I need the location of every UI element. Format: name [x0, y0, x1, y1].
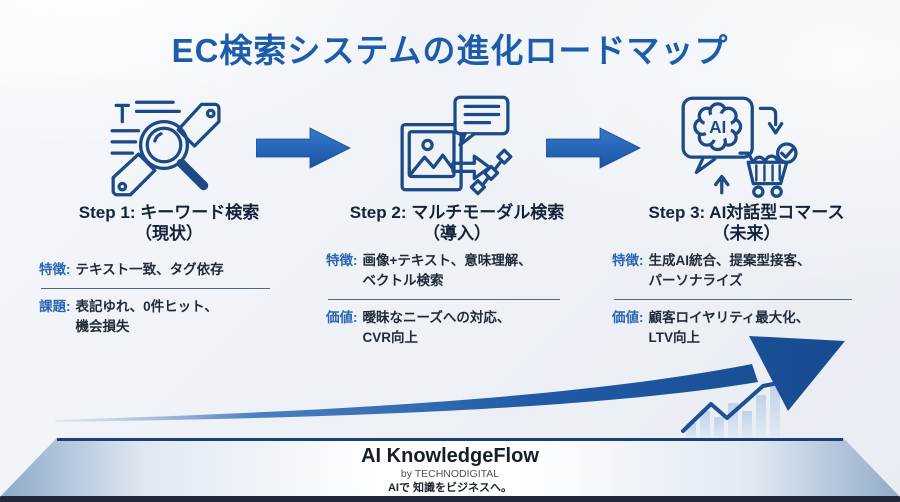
- step-1-subheading: （現状）: [135, 224, 203, 244]
- arrow-step1-to-step2: [256, 127, 351, 169]
- issue-label: 課題:: [39, 298, 71, 314]
- step-3-value-row: 価値: 顧客ロイヤリティ最大化、 LTV向上: [612, 308, 889, 349]
- keyword-search-icon: [110, 100, 221, 197]
- issue-text: 表記ゆれ、0件ヒット、 機会損失: [75, 298, 218, 334]
- feature-label: 特徴:: [39, 261, 71, 277]
- brand-byline: by TECHNODIGITAL: [400, 468, 500, 480]
- feature-label: 特徴:: [326, 252, 358, 268]
- value-text: 顧客ロイヤリティ最大化、 LTV向上: [648, 310, 810, 346]
- page-title: EC検索システムの進化ロードマップ: [171, 32, 729, 69]
- step-2-panel: Step 2: マルチモーダル検索 （導入） 特徴: 画像+テキスト、意味理解、…: [318, 202, 596, 349]
- step-3-heading: Step 3: AI対話型コマース: [648, 203, 845, 222]
- feature-label: 特徴:: [612, 252, 644, 268]
- feature-text: 画像+テキスト、意味理解、 ベクトル検索: [362, 252, 532, 288]
- multimodal-search-icon: [400, 95, 513, 196]
- brand-tagline: AIで 知識をビジネスへ。: [387, 481, 513, 494]
- step-2-subheading: （導入）: [423, 224, 491, 244]
- footer-bottom-strip: [0, 496, 900, 502]
- footer-platform: AI KnowledgeFlow by TECHNODIGITAL AIで 知識…: [0, 438, 900, 502]
- step-1-divider: [41, 287, 270, 289]
- step-2-feature-row: 特徴: 画像+テキスト、意味理解、 ベクトル検索: [326, 251, 596, 292]
- value-label: 価値:: [326, 310, 358, 325]
- step-3-divider: [614, 299, 853, 300]
- step-3-panel: Step 3: AI対話型コマース （未来） 特徴: 生成AI統合、提案型接客、…: [604, 202, 889, 349]
- step-1-panel: Step 1: キーワード検索 （現状） 特徴: テキスト一致、タグ依存 課題:…: [33, 202, 305, 337]
- feature-text: 生成AI統合、提案型接客、 パーソナライズ: [648, 252, 811, 288]
- growth-swoosh-arrow: [55, 336, 845, 422]
- step-3-feature-row: 特徴: 生成AI統合、提案型接客、 パーソナライズ: [612, 251, 889, 292]
- step-2-value-row: 価値: 曖昧なニーズへの対応、 CVR向上: [326, 308, 596, 349]
- feature-text: テキスト一致、タグ依存: [75, 261, 224, 277]
- step-1-issue-row: 課題: 表記ゆれ、0件ヒット、 機会損失: [39, 297, 305, 338]
- ai-conversational-commerce-icon: AI: [681, 96, 798, 198]
- step-1-feature-row: 特徴: テキスト一致、タグ依存: [39, 260, 305, 280]
- value-text: 曖昧なニーズへの対応、 CVR向上: [362, 310, 511, 346]
- value-label: 価値:: [612, 310, 644, 325]
- step-2-divider: [328, 299, 561, 300]
- step-3-subheading: （未来）: [712, 224, 781, 244]
- step-1-heading: Step 1: キーワード検索: [78, 203, 260, 222]
- footer-top-border: [56, 438, 844, 441]
- ai-icon-label: AI: [709, 117, 726, 137]
- brand-name: AI KnowledgeFlow: [361, 445, 539, 467]
- step-2-heading: Step 2: マルチモーダル検索: [349, 203, 565, 222]
- arrow-step2-to-step3: [546, 127, 641, 169]
